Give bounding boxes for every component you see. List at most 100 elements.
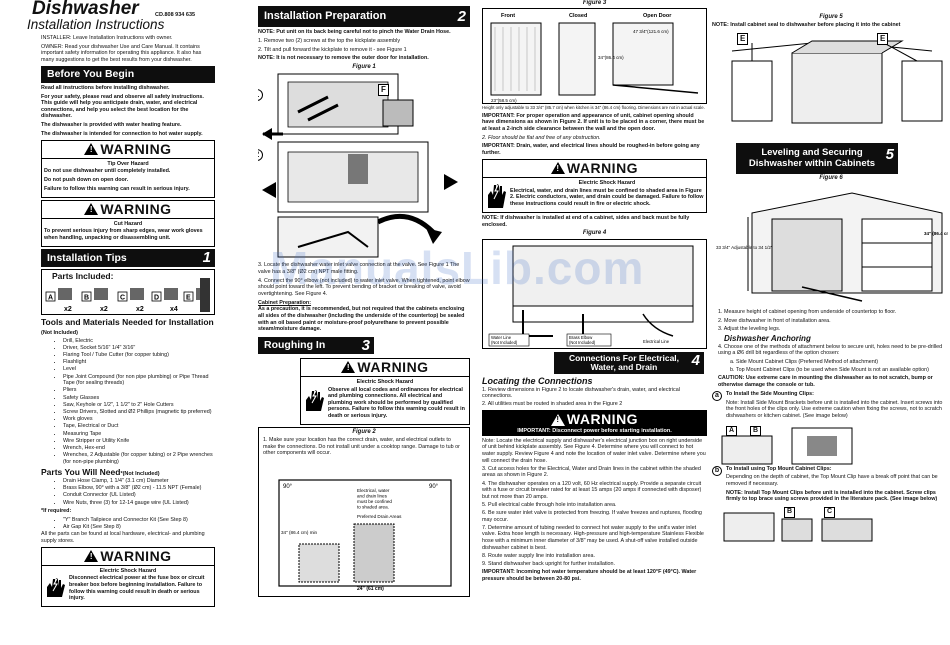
top-clips-note: NOTE: Install Top Mount Clips before uni… <box>726 489 938 503</box>
svg-text:(Not Included): (Not Included) <box>491 340 518 345</box>
svg-text:B: B <box>84 294 89 301</box>
loc-item: 1. Review dimensions in Figure 2 to loca… <box>482 386 680 400</box>
top-clips-figure: B C <box>712 505 950 545</box>
leveling-bar: Leveling and Securing Dishwasher within … <box>736 143 898 175</box>
need-item: Brass Elbow, 90° with a 3/8" (Ø2 cm) - 1… <box>63 485 215 492</box>
tools-item: Pliers <box>63 387 215 394</box>
tag-c: C <box>824 507 836 518</box>
rough-step-1: 1. Make sure your location has the corre… <box>263 437 460 457</box>
before-you-begin-bar: Before You Begin <box>41 65 215 83</box>
svg-text:Open Door: Open Door <box>643 13 672 19</box>
svg-text:C: C <box>120 294 125 301</box>
anchoring-text: 4. Choose one of the methods of attachme… <box>718 343 943 357</box>
warning-electric-shock: !WARNING Electric Shock Hazard Disconnec… <box>41 546 215 607</box>
figure-6-illustration: 33 3/4" Adjustable to 34 1/2"34" (86.4 c… <box>716 192 950 303</box>
svg-text:Front: Front <box>501 13 515 19</box>
figure-1-illustration <box>262 73 458 258</box>
tools-item: Safety Glasses <box>63 395 215 402</box>
steps-item: 6. Be sure water inlet valve is protecte… <box>482 510 702 523</box>
figure-5: E E <box>712 31 950 139</box>
figure-4-label: Figure 4 <box>582 230 607 237</box>
tools-item: Screw Drivers, Slotted and Ø2 Phillips (… <box>63 409 215 416</box>
cabinet-prep-title: Cabinet Preparation: <box>258 299 312 306</box>
svg-text:x4: x4 <box>170 306 178 313</box>
side-clips-figure: A B <box>712 422 950 466</box>
parts-needed-title: Parts You Will Need*(Not Included) <box>41 467 160 478</box>
figure-1: 1 2 F <box>258 72 470 262</box>
tools-list: Drill, ElectricDriver, Socket 5/16" 1/4"… <box>41 338 215 466</box>
figure-2-box: Figure 2 1. Make sure your location has … <box>258 426 470 597</box>
circle-b: b <box>712 465 722 476</box>
parts-needed-list: Drain Hose Clamp, 1 1/4" (3.1 cm) Diamet… <box>41 478 215 506</box>
column-1: Dishwasher CD.808 934 635 Installation I… <box>0 0 215 645</box>
doc-title: Dishwasher <box>32 0 139 19</box>
before-p2: For your safety, please read and observe… <box>41 93 204 120</box>
tools-item: Tape, Electrical or Duct <box>63 423 215 430</box>
top-clips-title: To Install using Top Mount Cabinet Clips… <box>726 465 832 472</box>
warning-icon: ! <box>84 550 99 563</box>
part-tag <box>81 291 92 302</box>
svg-text:47 3/4"(121.6 cm): 47 3/4"(121.6 cm) <box>633 29 669 34</box>
warning-roughing-in: !WARNING Electric Shock Hazard Observe a… <box>300 357 470 425</box>
steps-item: 4. The dishwasher operates on a 120 volt… <box>482 480 702 500</box>
electric-shock-hand-icon <box>488 182 506 208</box>
svg-text:E: E <box>186 294 191 301</box>
tag-b-2: B <box>784 507 796 518</box>
before-p4: The dishwasher is intended for connectio… <box>41 130 203 137</box>
important-rough-in: IMPORTANT: Drain, water, and electrical … <box>482 143 700 157</box>
water-temp-note: IMPORTANT: Incoming hot water temperatur… <box>482 569 697 582</box>
svg-text:Closed: Closed <box>569 13 587 19</box>
cabinet-prep-text: As a precaution, it is recommended, but … <box>258 306 465 333</box>
electric-shock-hand-icon <box>47 577 65 598</box>
before-p1: Read all instructions before installing … <box>41 84 170 91</box>
req-item: Air Gap Kit (See Step 8) <box>63 524 215 531</box>
svg-text:Brass Elbow: Brass Elbow <box>569 335 593 340</box>
steps-item: 3. Cut access holes for the Electrical, … <box>482 465 701 479</box>
svg-text:Electrical Line: Electrical Line <box>643 339 670 344</box>
anchoring-options: a. Side Mount Cabinet Clips (Preferred M… <box>712 359 950 374</box>
figure-1-label: Figure 1 <box>352 64 376 71</box>
l-step-item: 1. Measure height of cabinet opening fro… <box>718 309 897 316</box>
circle-a: a <box>712 390 722 401</box>
prep-note-2: NOTE: It is not necessary to remove the … <box>258 55 429 62</box>
prep-note: NOTE: Put unit on its back being careful… <box>258 29 451 35</box>
doc-subtitle: Installation Instructions <box>27 17 165 32</box>
intro-owner: OWNER: Read your dishwasher Use and Care… <box>41 43 202 63</box>
svg-text:x2: x2 <box>64 306 72 313</box>
anchoring-title: Dishwasher Anchoring <box>724 333 811 343</box>
l-step-item: 2. Move dishwasher in front of installat… <box>718 317 831 324</box>
doc-code: CD.808 934 635 <box>155 12 196 18</box>
prep-step-3: 3. Locate the dishwasher water inlet val… <box>258 262 460 276</box>
tools-item: Measuring Tape <box>63 431 215 438</box>
figure-5-tag-e-left: E <box>737 33 749 45</box>
req-item: "Y" Branch Tailpiece and Connector Kit (… <box>63 517 215 524</box>
tools-item: Level <box>63 366 215 373</box>
warning-icon: ! <box>341 361 356 374</box>
svg-text:x2: x2 <box>100 306 108 313</box>
part-tag <box>151 291 162 302</box>
figure-5-label: Figure 5 <box>819 14 843 20</box>
svg-text:A: A <box>48 294 53 301</box>
figure-6: 33 3/4" Adjustable to 34 1/2"34" (86.4 c… <box>712 183 950 309</box>
top-clips-illustration <box>723 512 873 542</box>
svg-text:Preferred Drain Areas: Preferred Drain Areas <box>357 514 402 519</box>
if-required-list: "Y" Branch Tailpiece and Connector Kit (… <box>41 517 215 531</box>
side-clips-text: Note: Install Side Mount Brackets before… <box>726 399 943 419</box>
tools-item: Flaring Tool / Tube Cutter (for copper t… <box>63 352 215 359</box>
steps-item: 7. Determine amount of tubing needed to … <box>482 524 704 551</box>
connection-steps: Note: Locate the electrical supply and d… <box>482 438 707 568</box>
tools-item: Saw, Keyhole or 1/2", 1 1/2" to 2" Hole … <box>63 402 215 409</box>
tag-a: A <box>726 425 738 437</box>
part-tag <box>45 291 56 302</box>
tools-item: Driver, Socket 5/16" 1/4" 3/16" <box>63 345 215 352</box>
svg-text:34" (86.4 cm): 34" (86.4 cm) <box>924 231 948 236</box>
svg-text:24" (61 cm): 24" (61 cm) <box>357 586 384 592</box>
figure-5-tag-e-right: E <box>877 33 889 45</box>
part-tag <box>183 291 194 302</box>
anchoring-caution: CAUTION: Use extreme care in mounting th… <box>718 375 933 389</box>
connections-bar: Connections For Electrical, Water, and D… <box>554 351 704 374</box>
enclosure-note: NOTE: If dishwasher is installed at end … <box>482 214 690 228</box>
svg-text:90°: 90° <box>283 484 293 490</box>
